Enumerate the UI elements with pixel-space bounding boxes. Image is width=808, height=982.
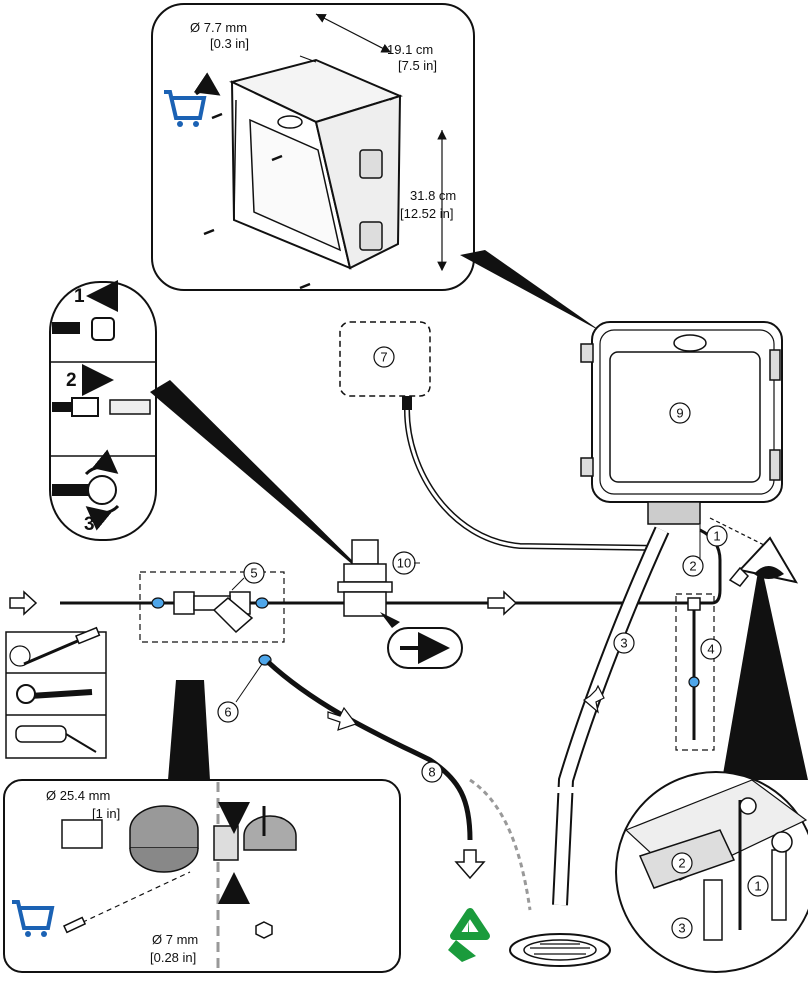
- svg-text:3: 3: [678, 921, 685, 936]
- drain-tube: [266, 660, 532, 911]
- step-2-label: 2: [66, 370, 77, 391]
- width-in: [7.5 in]: [398, 58, 437, 73]
- bolt-diameter-mm: Ø 7 mm: [152, 932, 198, 947]
- callout-4: 4: [700, 638, 722, 660]
- svg-text:4: 4: [707, 642, 714, 657]
- hole-diameter-mm: Ø 7.7 mm: [190, 20, 247, 35]
- enclosure-3d-drawing: [229, 58, 403, 270]
- height-in: [12.52 in]: [400, 206, 454, 221]
- callout-8: 8: [421, 761, 443, 783]
- callout-9: 9: [669, 402, 691, 424]
- bypass-assembly: [675, 593, 715, 751]
- detail-callout-2: 2: [671, 852, 693, 874]
- flow-in-arrow: [9, 590, 38, 616]
- eye-icon: [709, 517, 799, 587]
- tools-panel: [5, 626, 107, 759]
- recycle-icon: [448, 908, 490, 962]
- svg-text:2: 2: [689, 559, 696, 574]
- svg-text:1: 1: [713, 529, 720, 544]
- fitting-steps-panel: 1 2 3 2x: [49, 280, 380, 588]
- callout-leaders: [231, 525, 701, 703]
- sensor-box: [339, 321, 661, 551]
- detail-callout-1: 1: [747, 875, 769, 897]
- height-cm: 31.8 cm: [410, 188, 456, 203]
- shopping-cart-icon: [12, 900, 55, 937]
- svg-text:5: 5: [250, 566, 257, 581]
- svg-text:7: 7: [380, 350, 387, 365]
- drain-hose: [550, 526, 670, 906]
- pipe-diameter-in: [1 in]: [92, 806, 120, 821]
- pipe-clamp-left: [61, 805, 199, 934]
- svg-text:9: 9: [676, 406, 683, 421]
- svg-text:3: 3: [620, 636, 627, 651]
- svg-text:1: 1: [754, 879, 761, 894]
- callout-6: 6: [217, 701, 239, 723]
- wrench-icon: [16, 684, 93, 704]
- callouts: 1 2 3 4 5 6 7 8 9 10 1 2 3: [217, 346, 769, 939]
- sample-line: [9, 528, 722, 669]
- detail-callout-3: 3: [671, 917, 693, 939]
- step-3-label: 3: [84, 514, 95, 535]
- callout-7: 7: [373, 346, 395, 368]
- callout-5: 5: [243, 562, 265, 584]
- hole-diameter-in: [0.3 in]: [210, 36, 249, 51]
- shopping-cart-icon: [164, 72, 221, 127]
- mounting-screws: [203, 112, 311, 290]
- fittings-detail-panel: [615, 560, 808, 973]
- screwdriver-icon: [9, 626, 101, 667]
- pipe-diameter-mm: Ø 25.4 mm: [46, 788, 110, 803]
- callout-2: 2: [682, 555, 704, 577]
- svg-text:10: 10: [397, 556, 411, 571]
- floor-drain: [509, 933, 611, 967]
- svg-text:8: 8: [428, 765, 435, 780]
- pipe-clamp-right: [213, 802, 297, 939]
- width-cm: 19.1 cm: [387, 42, 433, 57]
- callout-1: 1: [706, 525, 728, 547]
- bolt-diameter-in: [0.28 in]: [150, 950, 196, 965]
- step-1-label: 1: [74, 286, 85, 307]
- arrow-right-icon: [387, 627, 463, 669]
- multiplier-label: 2x: [166, 446, 188, 467]
- drill-icon: [15, 725, 97, 753]
- mounting-detail-panel: Ø 7.7 mm [0.3 in] 19.1 cm [7.5 in] 31.8 …: [151, 3, 602, 332]
- callout-10: 10: [392, 551, 416, 575]
- svg-text:6: 6: [224, 705, 231, 720]
- svg-text:2: 2: [678, 856, 685, 871]
- callout-3: 3: [613, 632, 635, 654]
- pipe-clamp-panel: Ø 25.4 mm [1 in] Ø 7 mm [0.28 in]: [3, 680, 401, 973]
